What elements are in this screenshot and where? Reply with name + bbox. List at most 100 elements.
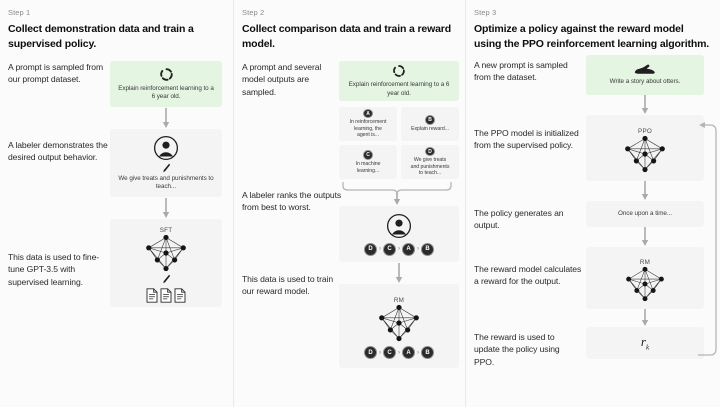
arrow-down-icon [395,263,403,283]
output-text-a: In reinforcement learning, the agent is.… [349,119,387,139]
person-circle-icon [386,213,412,238]
step-1-caption-3: This data is used to fine-tune GPT-3.5 w… [8,252,100,287]
dashed-ring-icon [159,68,173,81]
output-card-c: C In machine learning... [339,145,397,179]
step-2-ranking-badges: D › C › A › B [364,242,434,256]
step-2-title: Collect comparison data and train a rewa… [242,23,452,50]
step-3-body: A new prompt is sampled from the dataset… [466,55,720,385]
rm-rank-badge-3: A [402,346,415,359]
neural-network-icon [146,234,186,272]
arrow-down-icon [162,198,170,218]
step-2-prompt-text: Explain reinforcement learning to a 6 ye… [348,81,450,97]
step-3-ppo-label: PPO [638,128,652,135]
step-1-labeler-card: We give treats and punishments to teach.… [110,129,222,197]
document-icon [146,288,158,303]
step-3-title: Optimize a policy against the reward mod… [474,23,710,50]
step-3-rm-card: RM [586,247,704,309]
step-2-body: A prompt and several model outputs are s… [234,61,465,391]
reward-feedback-arrow-icon [698,122,717,356]
arrow-down-icon [641,227,649,246]
step-3-output-card: Once upon a time... [586,201,704,227]
output-text-d: We give treats and punishments to teach.… [410,157,450,177]
rm-rank-badge-1: D [364,346,377,359]
step-2-caption-2: A labeler ranks the outputs from best to… [242,190,342,213]
step-3-caption-2: The PPO model is initialized from the su… [474,128,579,151]
step-1-body: A prompt is sampled from our prompt data… [0,61,233,391]
step-2-ranking-card: D › C › A › B [339,206,459,262]
step-3-flow: Write a story about otters. PPO [586,55,704,359]
arrow-down-icon [641,181,649,200]
step-1-labeler-text: We give treats and punishments to teach.… [118,174,214,190]
rm-rank-badge-4: B [421,346,434,359]
step-1-column: Step 1 Collect demonstration data and tr… [0,0,233,407]
step-2-caption-3: This data is used to train our reward mo… [242,274,334,297]
pen-icon [162,163,170,173]
neural-network-icon [379,304,419,342]
pen-icon [162,274,170,284]
step-1-sft-card: SFT [110,219,222,307]
step-3-column: Step 3 Optimize a policy against the rew… [465,0,720,407]
step-1-prompt-text: Explain reinforcement learning to a 6 ye… [118,84,214,100]
step-1-caption-2: A labeler demonstrates the desired outpu… [8,140,108,163]
step-3-ppo-card: PPO [586,115,704,181]
otter-icon [634,64,655,75]
output-badge-a: A [363,109,373,119]
step-3-prompt-text: Write a story about otters. [609,78,681,86]
output-badge-c: C [363,149,373,160]
step-3-label: Step 3 [474,8,497,17]
rank-badge-2: C [383,242,396,256]
step-3-reward-card: rk [586,327,704,359]
rank-badge-1: D [364,242,377,256]
step-1-title: Collect demonstration data and train a s… [8,23,194,50]
output-card-b: B Explain reward... [401,107,459,141]
step-3-caption-4: The reward model calculates a reward for… [474,264,582,287]
output-badge-b: B [425,115,435,126]
step-1-flow: Explain reinforcement learning to a 6 ye… [110,61,222,307]
reward-symbol-subscript: k [645,343,650,352]
rank-badge-4: B [421,242,434,256]
rank-separator: › [398,246,400,252]
rank-separator: › [379,246,381,252]
rm-rank-badge-2: C [383,346,396,359]
arrow-down-icon [641,95,649,114]
rank-separator: › [417,246,419,252]
step-1-prompt-card: Explain reinforcement learning to a 6 ye… [110,61,222,107]
step-2-rm-card: RM [339,284,459,368]
neural-network-icon [626,266,664,301]
step-3-caption-3: The policy generates an output. [474,208,564,231]
output-card-a: A In reinforcement learning, the agent i… [339,107,397,141]
reward-symbol-base: r [640,334,646,350]
step-2-rm-label: RM [393,297,405,304]
output-text-b: Explain reward... [411,126,449,133]
document-icon [160,288,172,303]
arrow-down-icon [162,108,170,128]
rank-badge-3: A [402,242,415,256]
output-card-d: D We give treats and punishments to teac… [401,145,459,179]
step-1-label: Step 1 [8,8,31,17]
step-3-caption-5: The reward is used to update the policy … [474,332,560,367]
output-text-c: In machine learning... [355,160,381,174]
step-1-caption-1: A prompt is sampled from our prompt data… [8,62,104,85]
rank-separator: › [379,349,381,356]
rank-separator: › [398,349,400,356]
neural-network-icon [625,135,665,173]
person-circle-icon [153,135,179,160]
reward-symbol: rk [641,334,649,352]
dashed-ring-icon [393,65,405,78]
step-3-prompt-card: Write a story about otters. [586,55,704,95]
merge-brace-arrow-icon [342,182,452,205]
step-3-output-text: Once upon a time... [617,209,672,217]
step-3-caption-1: A new prompt is sampled from the dataset… [474,60,568,83]
arrow-down-icon [641,309,649,326]
step-2-prompt-card: Explain reinforcement learning to a 6 ye… [339,61,459,101]
output-badge-d: D [425,147,435,157]
step-2-flow: Explain reinforcement learning to a 6 ye… [339,61,459,368]
step-2-caption-1: A prompt and several model outputs are s… [242,62,322,97]
step-3-rm-label: RM [639,258,651,266]
document-icon [174,288,186,303]
step-2-rm-ranking-badges: D › C › A › B [364,346,434,359]
rank-separator: › [417,349,419,356]
step-1-documents [146,288,186,303]
step-2-label: Step 2 [242,8,265,17]
